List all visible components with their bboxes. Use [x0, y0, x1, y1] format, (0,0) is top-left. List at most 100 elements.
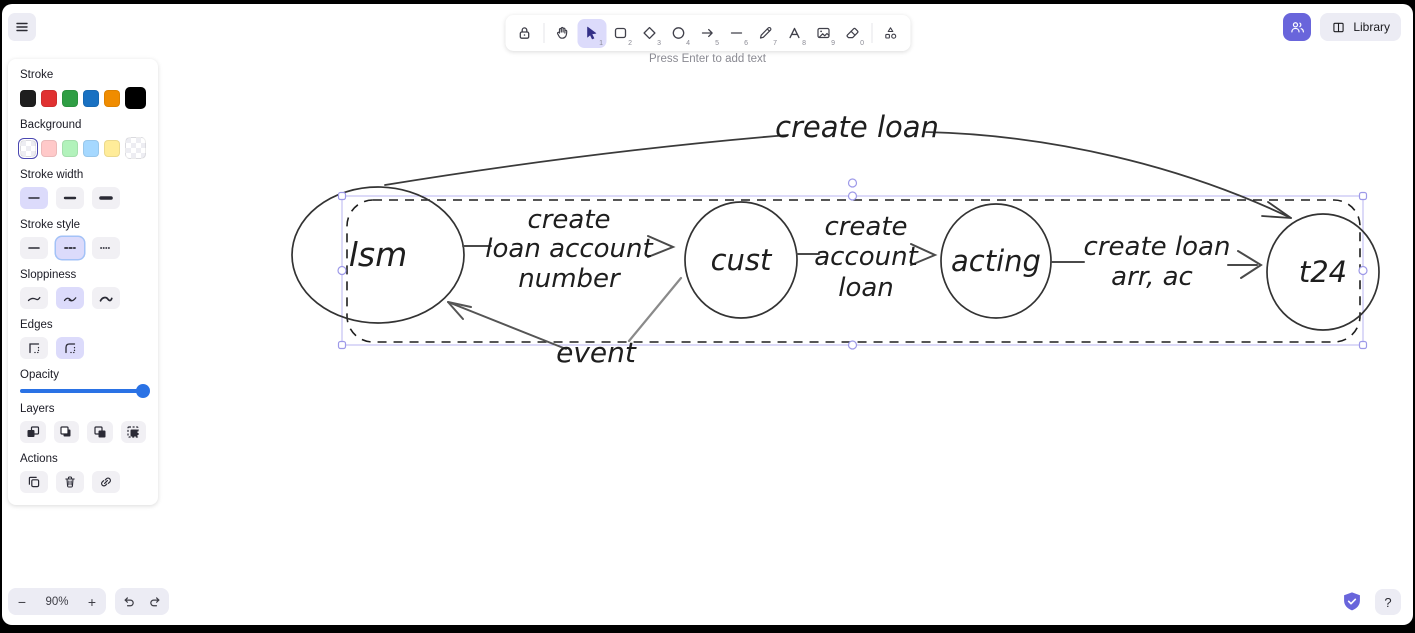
label-node-t24[interactable]: t24 — [1299, 255, 1347, 289]
svg-text:loan account[interactable]: loan account — [485, 234, 653, 264]
opacity-slider[interactable] — [20, 384, 150, 398]
stroke-style-dotted-button[interactable] — [92, 237, 120, 259]
rotate-handle[interactable] — [847, 178, 858, 188]
sloppiness-architect-button[interactable] — [20, 287, 48, 309]
edges-round-button[interactable] — [56, 337, 84, 359]
background-color-yellow[interactable] — [104, 139, 121, 157]
opacity-slider-thumb[interactable] — [136, 384, 150, 398]
stroke-width-thin-button[interactable] — [20, 187, 48, 209]
background-color-transparent[interactable] — [17, 137, 39, 159]
svg-text:create[interactable]: create — [824, 212, 907, 242]
resize-handle-se[interactable] — [1358, 340, 1368, 350]
label-node-acting[interactable]: acting — [951, 244, 1041, 278]
node-circle-t24[interactable] — [1266, 213, 1380, 331]
resize-handle-e[interactable] — [1358, 265, 1368, 276]
ellipse-icon — [672, 27, 685, 39]
stroke-style-solid-button[interactable] — [20, 237, 48, 259]
stroke-width-bold-button[interactable] — [56, 187, 84, 209]
send-backward-button[interactable] — [53, 421, 79, 443]
tool-arrow[interactable]: 5 — [693, 19, 722, 48]
undo-button[interactable] — [115, 588, 142, 615]
tool-ellipse[interactable]: 4 — [664, 19, 693, 48]
resize-handle-nw[interactable] — [337, 191, 347, 201]
zoom-in-button[interactable]: + — [78, 588, 106, 615]
stroke-color-row — [20, 87, 146, 109]
edges-sharp-button[interactable] — [20, 337, 48, 359]
label-event[interactable]: event — [556, 336, 637, 369]
background-current-color[interactable] — [125, 137, 146, 159]
arrow-event-lsm[interactable] — [447, 301, 567, 350]
arrow-lsm-cust[interactable] — [462, 235, 676, 258]
redo-button[interactable] — [142, 588, 169, 615]
encryption-shield-icon[interactable] — [1342, 591, 1362, 613]
drawing-canvas[interactable]: create loan lsm cust acting t24 create l… — [2, 4, 1413, 625]
tool-rectangle[interactable]: 2 — [606, 19, 635, 48]
resize-handle-w[interactable] — [337, 265, 347, 276]
label-edge-cust-acting[interactable]: create account loan — [814, 212, 918, 303]
tool-more-tools[interactable] — [876, 19, 905, 48]
tool-selection[interactable]: 1 — [577, 18, 606, 48]
tool-line[interactable]: 6 — [722, 19, 751, 48]
stroke-color-red[interactable] — [41, 89, 58, 107]
svg-text:create[interactable]: create — [527, 205, 610, 235]
tool-image[interactable]: 9 — [809, 19, 838, 48]
node-circle-lsm[interactable] — [291, 186, 465, 324]
tool-hand[interactable] — [548, 19, 577, 48]
stroke-color-black[interactable] — [20, 89, 37, 107]
svg-text:number[interactable]: number — [518, 264, 622, 294]
label-node-cust[interactable]: cust — [711, 243, 773, 277]
sloppiness-artist-button[interactable] — [56, 287, 84, 309]
send-to-back-button[interactable] — [20, 421, 46, 443]
node-circle-cust[interactable] — [684, 201, 798, 319]
label-edge-lsm-cust[interactable]: create loan account number — [485, 205, 653, 294]
resize-handle-ne[interactable] — [1358, 191, 1368, 201]
duplicate-button[interactable] — [20, 471, 48, 493]
zoom-out-button[interactable]: − — [8, 588, 36, 615]
background-color-pink[interactable] — [41, 139, 58, 157]
stroke-current-color[interactable] — [125, 87, 146, 109]
tool-text[interactable]: 8 — [780, 19, 809, 48]
delete-button[interactable] — [56, 471, 84, 493]
tool-draw[interactable]: 7 — [751, 19, 780, 48]
bring-forward-button[interactable] — [87, 421, 113, 443]
main-menu-button[interactable] — [8, 13, 36, 41]
stroke-style-dashed-button[interactable] — [56, 237, 84, 259]
tool-diamond[interactable]: 3 — [635, 19, 664, 48]
tool-lock[interactable] — [510, 19, 539, 48]
canvas-hint: Press Enter to add text — [649, 53, 766, 65]
stroke-color-orange[interactable] — [104, 89, 121, 107]
stroke-color-green[interactable] — [62, 89, 79, 107]
collaborate-button[interactable] — [1283, 13, 1312, 41]
resize-handle-s[interactable] — [847, 340, 858, 350]
node-circle-acting[interactable] — [940, 203, 1052, 319]
label-node-lsm[interactable]: lsm — [349, 235, 408, 274]
stroke-width-extrabold-button[interactable] — [92, 187, 120, 209]
zoom-level[interactable]: 90% — [45, 595, 69, 608]
resize-handle-sw[interactable] — [337, 340, 347, 350]
svg-text:create loan[interactable]: create loan — [1084, 232, 1231, 262]
element-properties-panel: Stroke Background Stroke width — [8, 59, 158, 505]
resize-handle-n[interactable] — [847, 191, 858, 201]
selection-handles[interactable] — [337, 178, 1368, 350]
arrow-icon — [701, 28, 713, 38]
bring-to-front-button[interactable] — [120, 421, 146, 443]
line-cust-event[interactable] — [627, 276, 683, 343]
library-button[interactable]: Library — [1320, 13, 1401, 41]
label-flow-title[interactable]: create loan — [775, 110, 939, 144]
svg-text:loan[interactable]: loan — [838, 273, 894, 303]
link-button[interactable] — [92, 471, 120, 493]
label-edge-acting-t24[interactable]: create loan arr, ac — [1084, 232, 1231, 292]
toolbar-divider — [871, 23, 872, 43]
background-color-green[interactable] — [62, 139, 79, 157]
svg-text:arr, ac[interactable]: arr, ac — [1111, 262, 1193, 292]
arrow-acting-t24[interactable] — [1051, 250, 1263, 279]
svg-text:account[interactable]: account — [814, 242, 918, 272]
send-to-back-icon — [27, 426, 39, 437]
curved-arrow-create-loan[interactable] — [384, 131, 1292, 219]
background-color-blue[interactable] — [83, 139, 100, 157]
sloppiness-cartoonist-button[interactable] — [92, 287, 120, 309]
help-button[interactable]: ? — [1375, 589, 1401, 615]
stroke-color-blue[interactable] — [83, 89, 100, 107]
arrow-cust-acting[interactable] — [796, 243, 938, 266]
tool-eraser[interactable]: 0 — [838, 19, 867, 48]
